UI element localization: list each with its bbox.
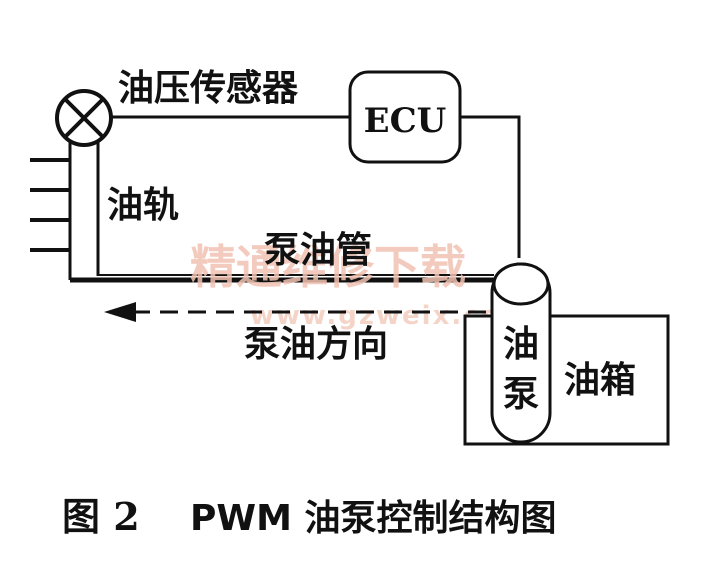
pump-label-bottom: 泵	[503, 374, 539, 415]
figure-number: 图 2	[62, 494, 140, 539]
oil-pump	[490, 262, 552, 444]
sensor-label: 油压传感器	[118, 68, 299, 109]
ecu-label: ECU	[364, 101, 447, 141]
pump-label-top: 油	[503, 324, 539, 365]
direction-label: 泵油方向	[244, 324, 388, 365]
injector-lines	[30, 158, 70, 252]
tank-label: 油箱	[564, 360, 636, 401]
oil-rail	[68, 140, 100, 280]
ecu-pump-wire	[460, 115, 521, 258]
direction-arrow	[104, 302, 486, 322]
pressure-sensor-icon	[55, 89, 113, 147]
figure-title: PWM 油泵控制结构图	[190, 498, 556, 539]
rail-label: 油轨	[107, 185, 179, 226]
watermark-text: 精通维修下载	[190, 240, 466, 294]
pipe-label: 泵油管	[264, 230, 372, 271]
pump-pipe	[70, 274, 494, 283]
